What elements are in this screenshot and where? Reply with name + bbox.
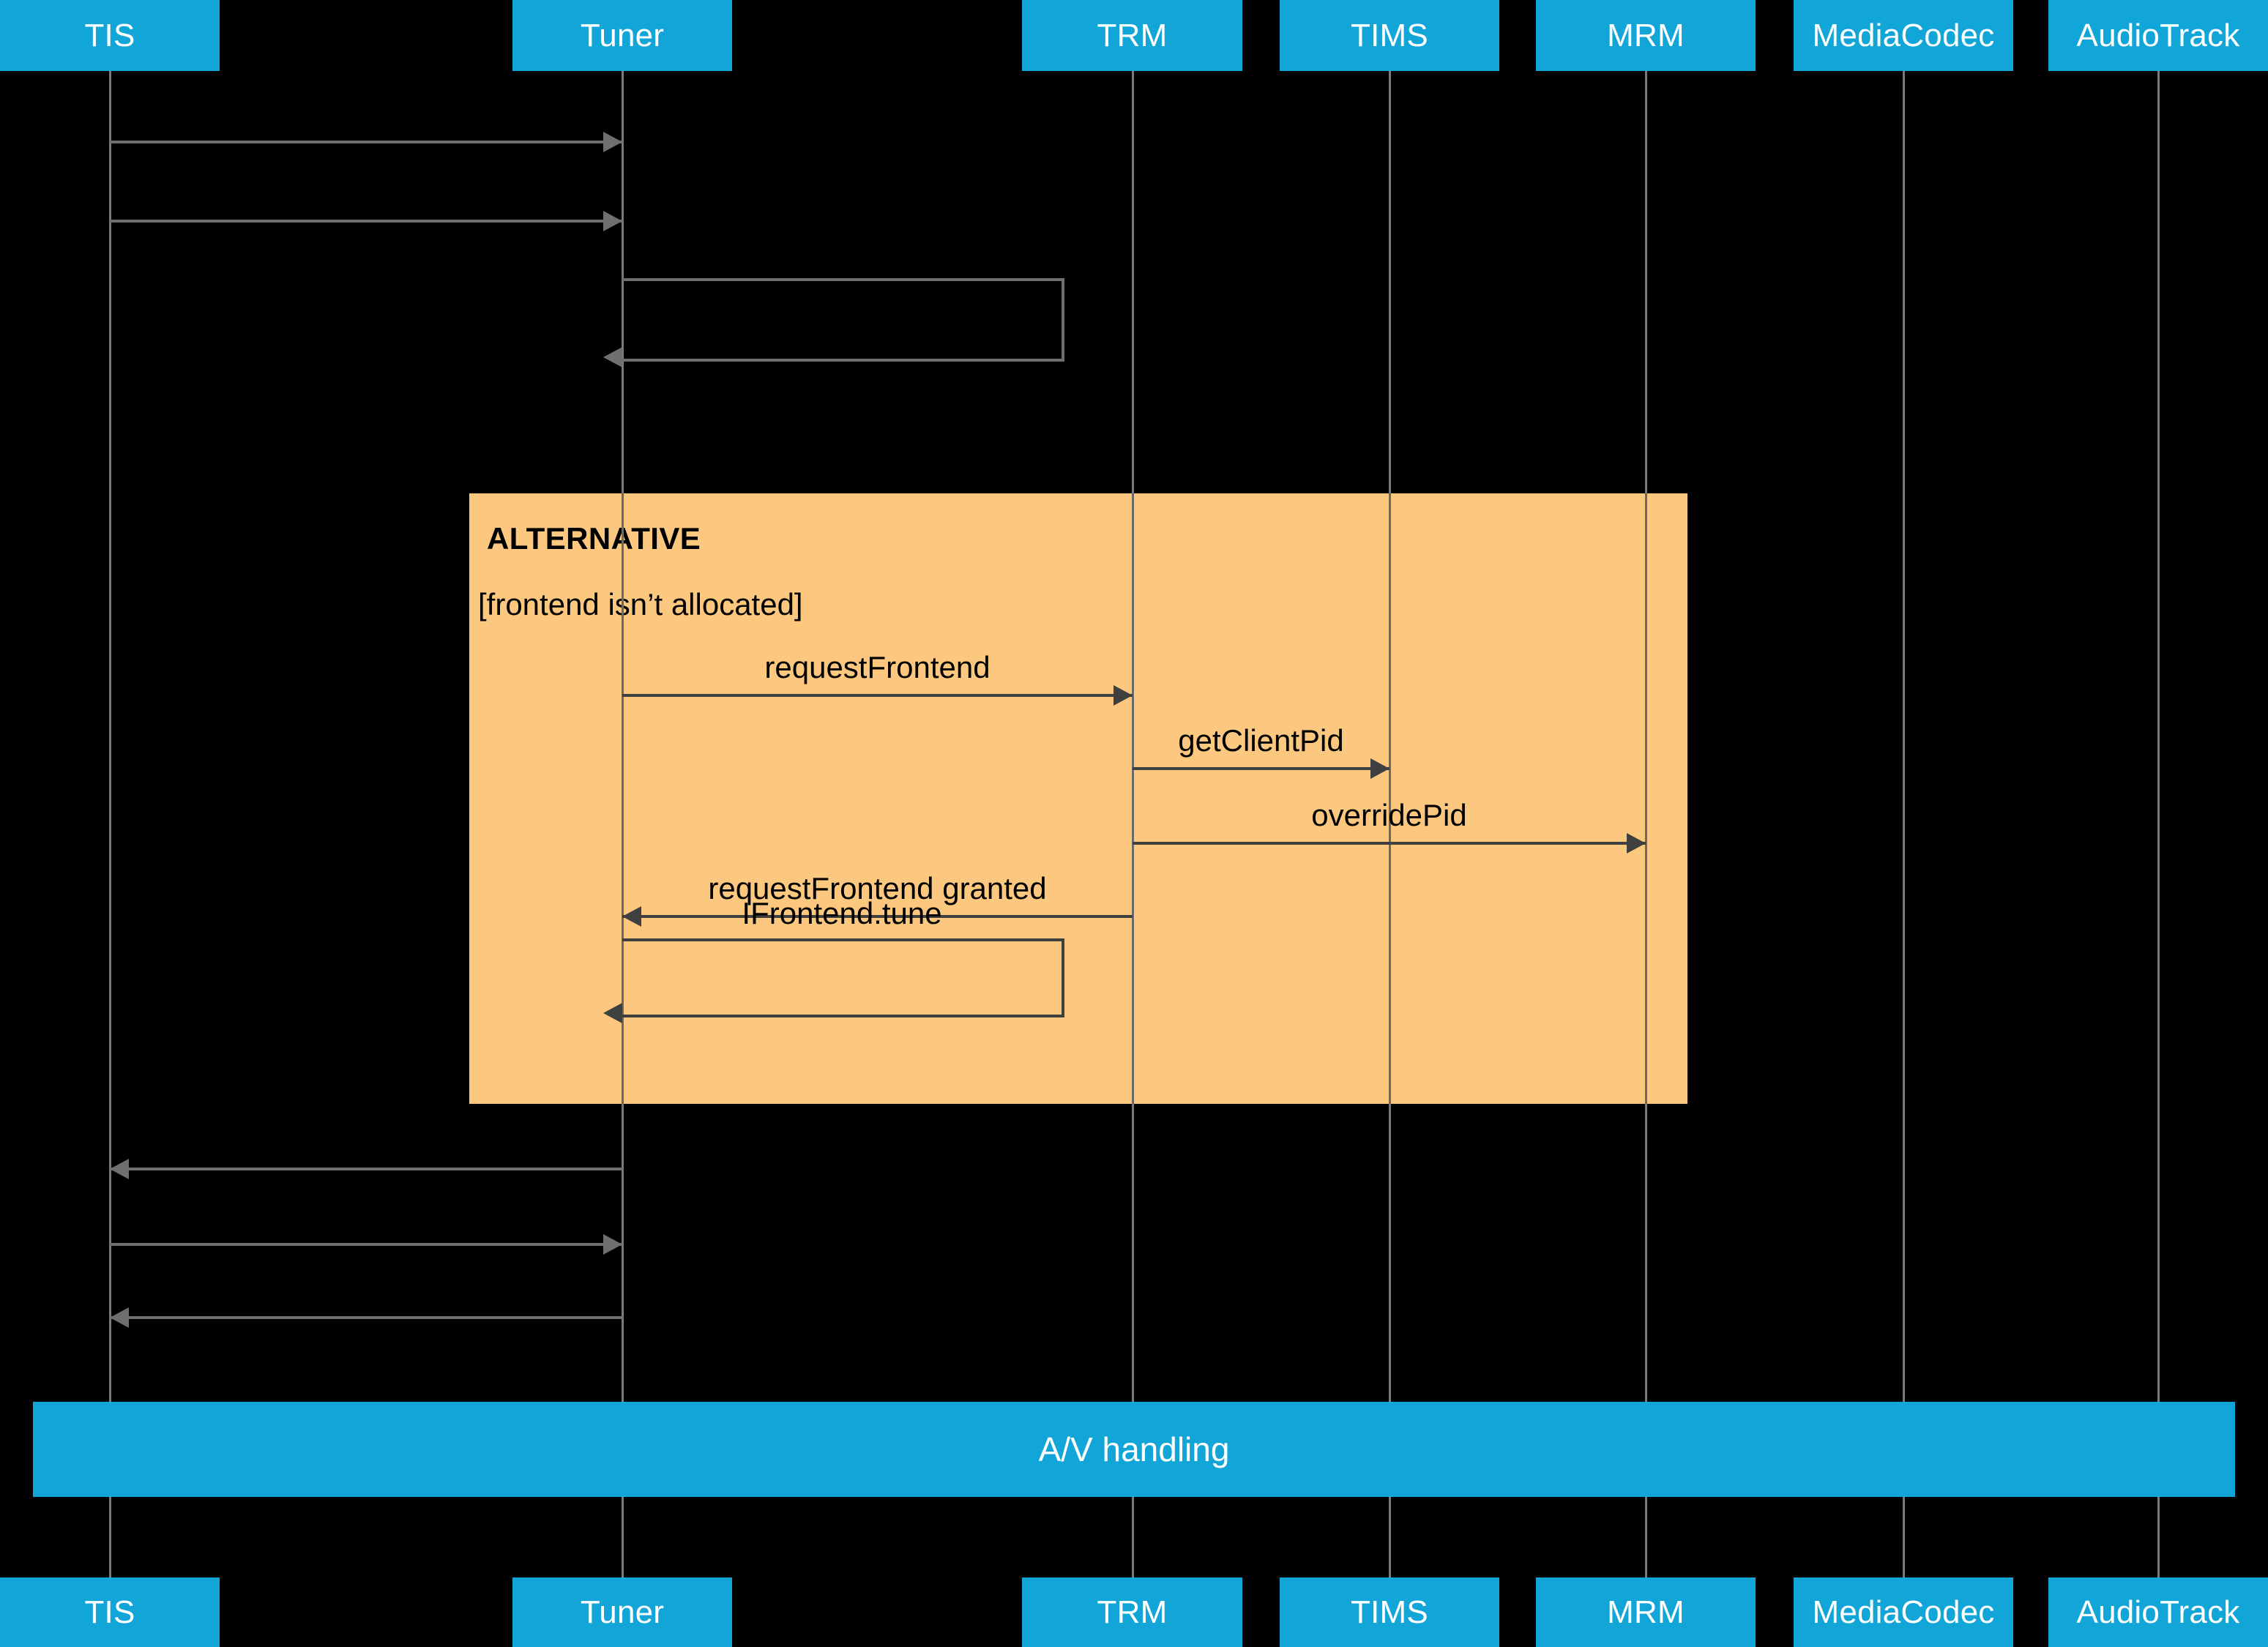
actor-label-tims: TIMS — [1351, 17, 1428, 53]
fragment-guard: [frontend isn’t allocated] — [478, 587, 803, 621]
actor-label-mediacodec: MediaCodec — [1812, 17, 1995, 53]
arrowhead-m7 — [622, 906, 641, 927]
actor-label-mediacodec: MediaCodec — [1812, 1594, 1995, 1630]
arrowhead-m11 — [110, 1307, 129, 1328]
message-line-m1 — [110, 141, 622, 143]
actor-box-footer-tis[interactable]: TIS — [0, 1577, 220, 1647]
lifeline-overlay-mrm — [1645, 493, 1647, 1104]
actor-label-audiotrack: AudioTrack — [2076, 17, 2240, 53]
actor-box-footer-mediacodec[interactable]: MediaCodec — [1794, 1577, 2013, 1647]
actor-label-audiotrack: AudioTrack — [2076, 1594, 2240, 1630]
fragment-title: ALTERNATIVE — [487, 521, 701, 556]
actor-label-tims: TIMS — [1351, 1594, 1428, 1630]
message-label-m8: IFrontend.tune — [742, 896, 942, 930]
fragment-alternative — [469, 493, 1687, 1104]
message-label-m4: requestFrontend — [764, 650, 991, 684]
message-line-m6 — [1133, 842, 1646, 845]
message-label-m7: requestFrontend granted — [708, 871, 1047, 905]
actor-label-mrm: MRM — [1607, 1594, 1685, 1630]
self-message-loop-m3 — [622, 278, 1064, 362]
lifeline-overlay-tuner — [622, 493, 624, 1104]
lifeline-audiotrack — [2157, 71, 2160, 1577]
actor-box-footer-tims[interactable]: TIMS — [1280, 1577, 1499, 1647]
summary-bar-av-handling: A/V handling — [33, 1402, 2235, 1497]
actor-box-footer-tuner[interactable]: Tuner — [512, 1577, 732, 1647]
actor-label-tis: TIS — [84, 1594, 135, 1630]
actor-box-header-tuner[interactable]: Tuner — [512, 0, 732, 71]
actor-box-header-mediacodec[interactable]: MediaCodec — [1794, 0, 2013, 71]
self-message-loop-m8 — [622, 938, 1064, 1017]
actor-label-tis: TIS — [84, 17, 135, 53]
message-line-m2 — [110, 220, 622, 223]
message-line-m11 — [110, 1316, 622, 1319]
arrowhead-m3 — [603, 347, 622, 367]
actor-box-header-tis[interactable]: TIS — [0, 0, 220, 71]
actor-label-trm: TRM — [1097, 1594, 1168, 1630]
message-label-m6: overridePid — [1311, 798, 1467, 832]
arrowhead-m6 — [1627, 833, 1646, 854]
arrowhead-m5 — [1370, 758, 1389, 779]
arrowhead-m4 — [1114, 685, 1133, 706]
arrowhead-m10 — [603, 1234, 622, 1255]
actor-box-header-tims[interactable]: TIMS — [1280, 0, 1499, 71]
arrowhead-m1 — [603, 132, 622, 152]
actor-box-header-trm[interactable]: TRM — [1022, 0, 1242, 71]
arrowhead-m2 — [603, 211, 622, 231]
actor-label-trm: TRM — [1097, 17, 1168, 53]
actor-label-tuner: Tuner — [580, 17, 665, 53]
actor-box-header-audiotrack[interactable]: AudioTrack — [2048, 0, 2268, 71]
actor-box-footer-audiotrack[interactable]: AudioTrack — [2048, 1577, 2268, 1647]
lifeline-overlay-trm — [1132, 493, 1134, 1104]
actor-box-footer-trm[interactable]: TRM — [1022, 1577, 1242, 1647]
actor-box-header-mrm[interactable]: MRM — [1536, 0, 1756, 71]
message-label-m5: getClientPid — [1178, 723, 1344, 758]
lifeline-mediacodec — [1903, 71, 1905, 1577]
message-line-m10 — [110, 1243, 622, 1246]
lifeline-overlay-tims — [1389, 493, 1391, 1104]
arrowhead-m9 — [110, 1159, 129, 1179]
lifeline-tis — [109, 71, 111, 1577]
message-line-m7 — [622, 915, 1133, 918]
message-line-m9 — [110, 1168, 622, 1170]
actor-label-mrm: MRM — [1607, 17, 1685, 53]
actor-box-footer-mrm[interactable]: MRM — [1536, 1577, 1756, 1647]
message-line-m5 — [1133, 767, 1389, 770]
actor-label-tuner: Tuner — [580, 1594, 665, 1630]
arrowhead-m8 — [603, 1003, 622, 1023]
message-line-m4 — [622, 694, 1133, 697]
